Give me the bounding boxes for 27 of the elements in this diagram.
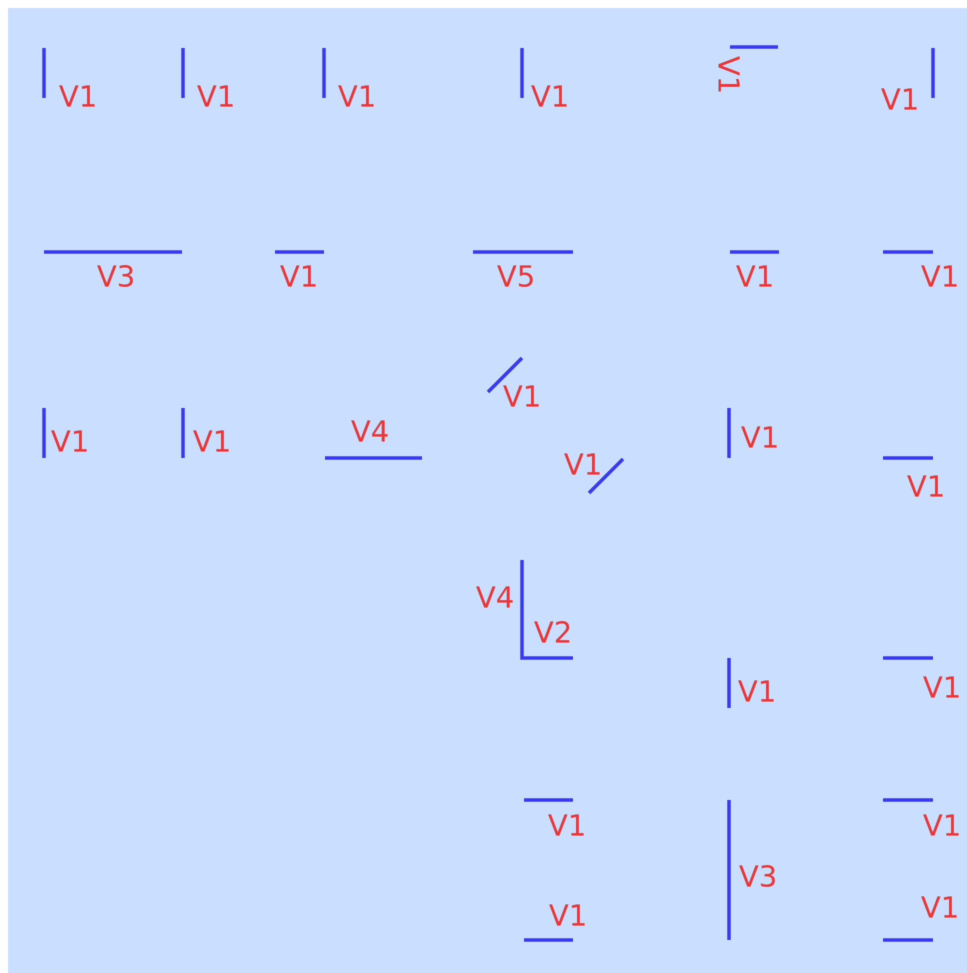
segment-label: V1 [906, 472, 946, 502]
segment-label: V1 [50, 428, 90, 456]
segment-label: V3 [96, 262, 136, 292]
segment-label: V1 [920, 894, 960, 922]
segment-label: V1 [548, 812, 586, 840]
segment-label: V3 [738, 862, 778, 892]
segment-label: V1 [192, 428, 232, 456]
segment-label: V1 [736, 262, 774, 292]
segment-label: V1 [922, 674, 962, 702]
segment-label: V1 [530, 82, 570, 112]
segment-label: V1 [502, 382, 542, 412]
segment-label: V1 [922, 812, 962, 840]
segment-label: V4 [476, 584, 514, 612]
segment-label: V2 [534, 618, 572, 648]
segment-label: V1 [564, 450, 602, 480]
segment-label: V1 [740, 424, 780, 452]
segment-label: V5 [496, 262, 536, 292]
segment-label: V1 [548, 902, 588, 930]
segment-label: V1 [880, 86, 920, 114]
segment-label: V1 [280, 262, 318, 292]
segment-label: V1 [920, 262, 960, 292]
segment-label: V4 [350, 418, 390, 446]
segment-label: V1 [58, 82, 98, 112]
segment-label: V1 [738, 678, 776, 706]
segment-label: V1 [338, 82, 376, 112]
segment-label: V1 [196, 82, 236, 112]
segment-label: V1 [714, 56, 742, 94]
